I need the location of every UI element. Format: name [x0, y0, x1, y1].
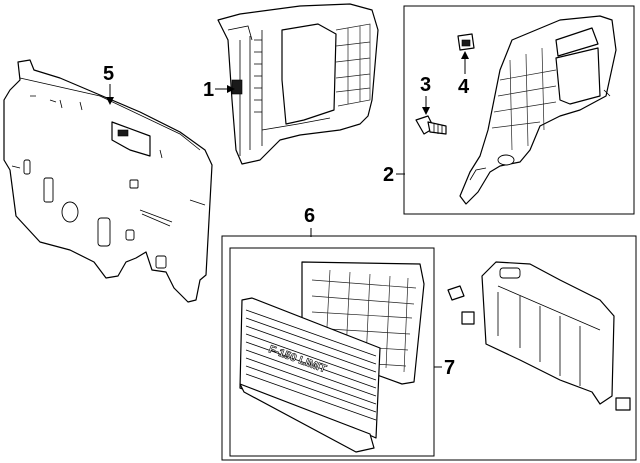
callout-3: 3 [420, 74, 431, 96]
tailgate-trim-panel: F-150 LIMIT [239, 261, 425, 453]
callout-box-tailgate-trim [229, 247, 435, 457]
callout-5: 5 [103, 63, 114, 85]
callout-4: 4 [458, 76, 470, 98]
callout-box-quarter-trim [403, 5, 635, 215]
callout-6: 6 [304, 205, 315, 227]
bolt-part [415, 115, 447, 135]
clip-part [457, 33, 475, 51]
back-panel-trim [3, 59, 213, 303]
quarter-trim-right [459, 15, 617, 205]
callout-2: 2 [383, 164, 394, 186]
tailgate-inner-trim [447, 261, 631, 411]
callout-1: 1 [203, 79, 214, 101]
callout-box-tailgate [221, 235, 637, 461]
quarter-trim-left [217, 3, 379, 165]
callout-7: 7 [444, 357, 455, 379]
